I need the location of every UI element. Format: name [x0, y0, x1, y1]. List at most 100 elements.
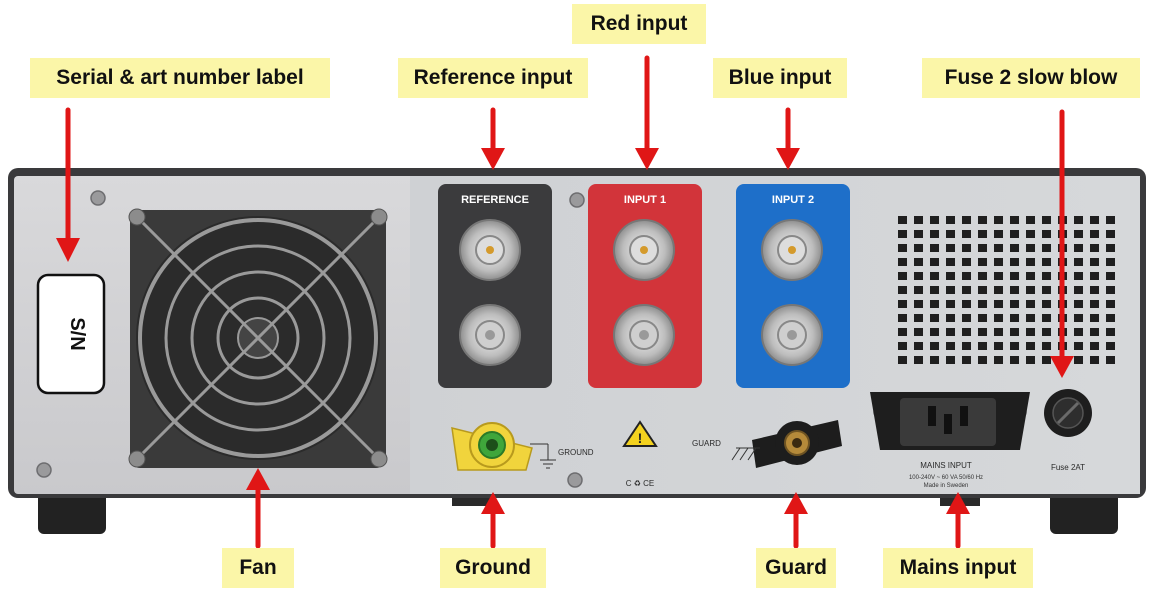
callout-guard: Guard [756, 548, 836, 588]
vent-hole [1074, 342, 1083, 350]
reference-input-block [438, 184, 552, 388]
vent-hole [914, 342, 923, 350]
vent-hole [1010, 258, 1019, 266]
vent-hole [898, 216, 907, 224]
vent-hole [914, 356, 923, 364]
vent-hole [1026, 258, 1035, 266]
vent-hole [1106, 286, 1115, 294]
vent-hole [994, 328, 1003, 336]
vent-hole [946, 286, 955, 294]
vent-hole [914, 286, 923, 294]
fuse-holder [1044, 389, 1092, 437]
vent-hole [994, 216, 1003, 224]
vent-hole [1026, 328, 1035, 336]
vent-hole [1074, 328, 1083, 336]
vent-hole [1026, 342, 1035, 350]
vent-hole [994, 342, 1003, 350]
vent-hole [914, 258, 923, 266]
vent-hole [962, 356, 971, 364]
vent-hole [898, 300, 907, 308]
vent-hole [1090, 230, 1099, 238]
vent-hole [978, 272, 987, 280]
input2-panel-label: INPUT 2 [772, 194, 814, 206]
vent-hole [930, 356, 939, 364]
arrow-fan [246, 468, 270, 549]
vent-hole [1090, 314, 1099, 322]
vent-hole [994, 230, 1003, 238]
callout-serial-label: Serial & art number label [30, 58, 330, 98]
vent-hole [1026, 244, 1035, 252]
callout-fan: Fan [222, 548, 294, 588]
vent-hole [1042, 300, 1051, 308]
made-in-label: Made in Sweden [924, 483, 969, 489]
vent-hole [914, 328, 923, 336]
vent-hole [1042, 286, 1051, 294]
vent-hole [1090, 356, 1099, 364]
vent-hole [1106, 356, 1115, 364]
vent-hole [1106, 216, 1115, 224]
vent-hole [1074, 244, 1083, 252]
vent-hole [914, 300, 923, 308]
vent-hole [898, 314, 907, 322]
vent-hole [1090, 272, 1099, 280]
svg-text:!: ! [638, 430, 643, 446]
vent-hole [1106, 230, 1115, 238]
vent-hole [1074, 300, 1083, 308]
vent-hole [898, 258, 907, 266]
vent-hole [1042, 342, 1051, 350]
vent-hole [1090, 286, 1099, 294]
vent-hole [1026, 314, 1035, 322]
vent-hole [1010, 314, 1019, 322]
vent-hole [978, 356, 987, 364]
vent-hole [1042, 244, 1051, 252]
input1-panel-label: INPUT 1 [624, 194, 666, 206]
callout-reference-input: Reference input [398, 58, 588, 98]
vent-hole [994, 286, 1003, 294]
vent-hole [930, 300, 939, 308]
input1-block [588, 184, 702, 388]
vent-hole [1010, 328, 1019, 336]
vent-hole [1074, 272, 1083, 280]
vent-hole [946, 230, 955, 238]
vent-hole [1026, 286, 1035, 294]
vent-hole [1026, 356, 1035, 364]
input2-block [736, 184, 850, 388]
vent-hole [1010, 286, 1019, 294]
vent-hole [994, 314, 1003, 322]
vent-hole [978, 230, 987, 238]
vent-hole [962, 300, 971, 308]
vent-hole [946, 314, 955, 322]
vent-hole [978, 328, 987, 336]
arrow-red-input [635, 55, 659, 170]
vent-hole [914, 314, 923, 322]
vent-hole [994, 258, 1003, 266]
vent-hole [1026, 216, 1035, 224]
callout-red-input: Red input [572, 4, 706, 44]
vent-hole [962, 342, 971, 350]
vent-hole [1026, 230, 1035, 238]
guard-terminal [731, 420, 842, 468]
arrow-guard [784, 492, 808, 549]
vent-hole [962, 258, 971, 266]
vent-hole [946, 244, 955, 252]
warning-icon: ! [622, 420, 658, 447]
callout-arrows [56, 55, 1074, 549]
vent-hole [946, 300, 955, 308]
vent-hole [994, 356, 1003, 364]
vent-hole [994, 244, 1003, 252]
vent-hole [1010, 300, 1019, 308]
vent-hole [930, 272, 939, 280]
vent-hole [978, 286, 987, 294]
vent-hole [1074, 230, 1083, 238]
vent-hole [914, 230, 923, 238]
vent-hole [962, 244, 971, 252]
guard-panel-label: GUARD [692, 439, 721, 448]
vent-hole [1106, 258, 1115, 266]
ground-terminal [451, 422, 556, 471]
vent-hole [1106, 300, 1115, 308]
vent-hole [962, 286, 971, 294]
callout-fuse: Fuse 2 slow blow [922, 58, 1140, 98]
arrow-serial-label [56, 107, 80, 262]
vent-hole [930, 328, 939, 336]
arrow-reference-input [481, 107, 505, 170]
